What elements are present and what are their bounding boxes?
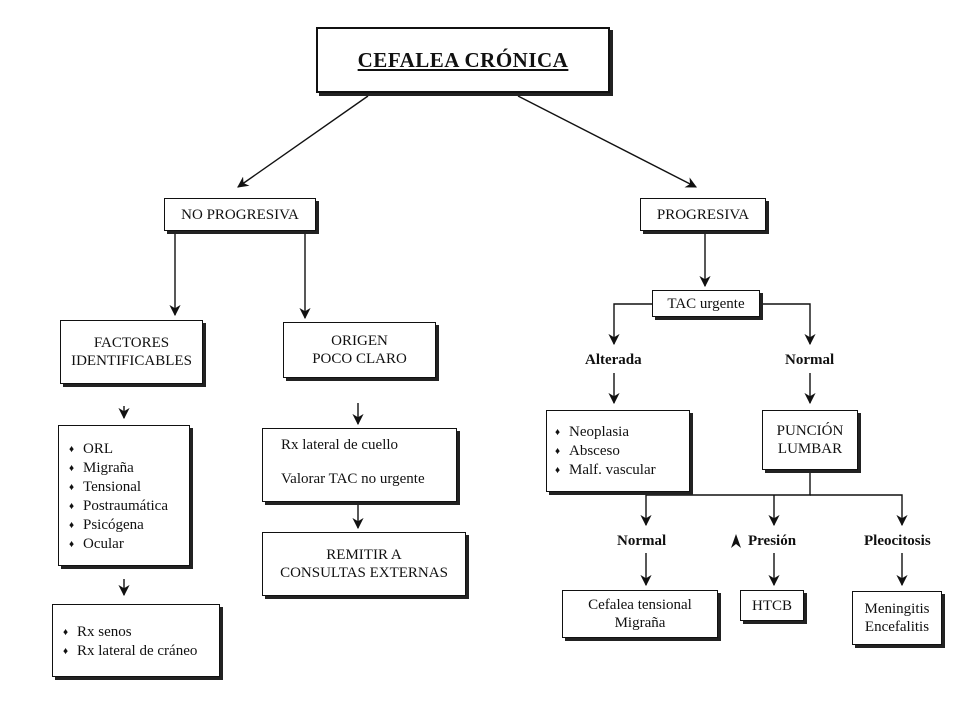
- accion-valorar-tac: Valorar TAC no urgente: [281, 471, 425, 487]
- result-meningitis: Meningitis: [864, 601, 930, 617]
- arrow-title-to-no-progresiva: [237, 95, 369, 188]
- accion-rx-cuello: Rx lateral de cuello: [281, 437, 399, 453]
- resultado-pleocitosis-label: Pleocitosis: [864, 533, 931, 549]
- result-normal-box: Cefalea tensional Migraña: [562, 590, 718, 638]
- remitir-box: REMITIR A CONSULTAS EXTERNAS: [262, 532, 466, 596]
- resultado-presion-label: Presión: [748, 533, 797, 549]
- puncion-box: PUNCIÓN LUMBAR: [762, 410, 858, 470]
- list-item: Malf. vascular: [553, 461, 689, 480]
- list-item: Tensional: [67, 478, 189, 497]
- puncion-split-line: [640, 472, 811, 527]
- result-migrana: Migraña: [614, 615, 666, 631]
- list-item: Postraumática: [67, 497, 189, 516]
- arrow-title-to-progresiva: [517, 95, 697, 188]
- list-item: Psicógena: [67, 516, 189, 535]
- puncion-line2: LUMBAR: [777, 441, 843, 457]
- causas-list: ORL Migraña Tensional Postraumática Psic…: [67, 440, 189, 554]
- causas-box: ORL Migraña Tensional Postraumática Psic…: [58, 425, 190, 566]
- remitir-line1: REMITIR A: [326, 547, 402, 563]
- alterada-box: Neoplasia Absceso Malf. vascular: [546, 410, 690, 492]
- factores-box: FACTORES IDENTIFICABLES: [60, 320, 203, 384]
- list-item: Rx lateral de cráneo: [61, 642, 219, 661]
- title-box: CEFALEA CRÓNICA: [316, 27, 610, 93]
- no-progresiva-box: NO PROGRESIVA: [164, 198, 316, 231]
- result-encefalitis: Encefalitis: [864, 619, 930, 635]
- resultado-normal-label: Normal: [617, 533, 667, 549]
- list-item: Ocular: [67, 535, 189, 554]
- alterada-label: Alterada: [585, 352, 642, 368]
- factores-line1: FACTORES: [93, 335, 170, 351]
- progresiva-label: PROGRESIVA: [656, 206, 750, 223]
- estudios-list: Rx senos Rx lateral de cráneo: [61, 623, 219, 661]
- list-item: Neoplasia: [553, 423, 689, 442]
- progresiva-box: PROGRESIVA: [640, 198, 766, 231]
- origen-line2: POCO CLARO: [312, 351, 407, 367]
- list-item: Rx senos: [61, 623, 219, 642]
- list-item: Migraña: [67, 459, 189, 478]
- list-item: ORL: [67, 440, 189, 459]
- puncion-line1: PUNCIÓN: [776, 423, 844, 439]
- no-progresiva-label: NO PROGRESIVA: [181, 206, 299, 223]
- factores-line2: IDENTIFICABLES: [71, 353, 192, 369]
- list-item: Absceso: [553, 442, 689, 461]
- normal-label: Normal: [785, 352, 835, 368]
- up-arrow-icon: [731, 534, 741, 548]
- origen-line1: ORIGEN: [331, 333, 388, 349]
- result-htcb: HTCB: [751, 597, 792, 614]
- result-cefalea-tensional: Cefalea tensional: [588, 597, 692, 613]
- arrow-tac-to-normal: [760, 303, 816, 346]
- remitir-line2: CONSULTAS EXTERNAS: [280, 565, 448, 581]
- acciones-box: Rx lateral de cuello Valorar TAC no urge…: [262, 428, 457, 502]
- tac-box: TAC urgente: [652, 290, 760, 317]
- result-pleocitosis-box: Meningitis Encefalitis: [852, 591, 942, 645]
- origen-box: ORIGEN POCO CLARO: [283, 322, 436, 378]
- estudios-box: Rx senos Rx lateral de cráneo: [52, 604, 220, 677]
- tac-label: TAC urgente: [667, 295, 745, 312]
- result-presion-box: HTCB: [740, 590, 804, 621]
- alterada-list: Neoplasia Absceso Malf. vascular: [553, 423, 689, 480]
- diagram-title: CEFALEA CRÓNICA: [357, 48, 569, 72]
- arrow-tac-to-alterada: [608, 303, 652, 346]
